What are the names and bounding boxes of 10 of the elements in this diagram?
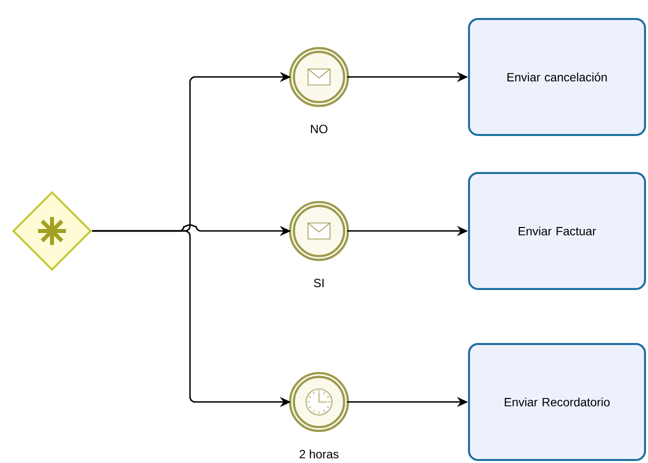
event-label: 2 horas	[300, 450, 338, 458]
timer-event	[289, 372, 349, 432]
gateway-diamond	[12, 190, 92, 271]
task-box: Enviar cancelación	[468, 18, 646, 136]
message-event	[289, 47, 349, 107]
task-box: Enviar Recordatorio	[468, 342, 646, 461]
event-label: NO	[311, 124, 328, 134]
event-label: SI	[314, 278, 324, 288]
message-event	[289, 200, 349, 261]
task-box: Enviar Factuar	[468, 172, 646, 290]
